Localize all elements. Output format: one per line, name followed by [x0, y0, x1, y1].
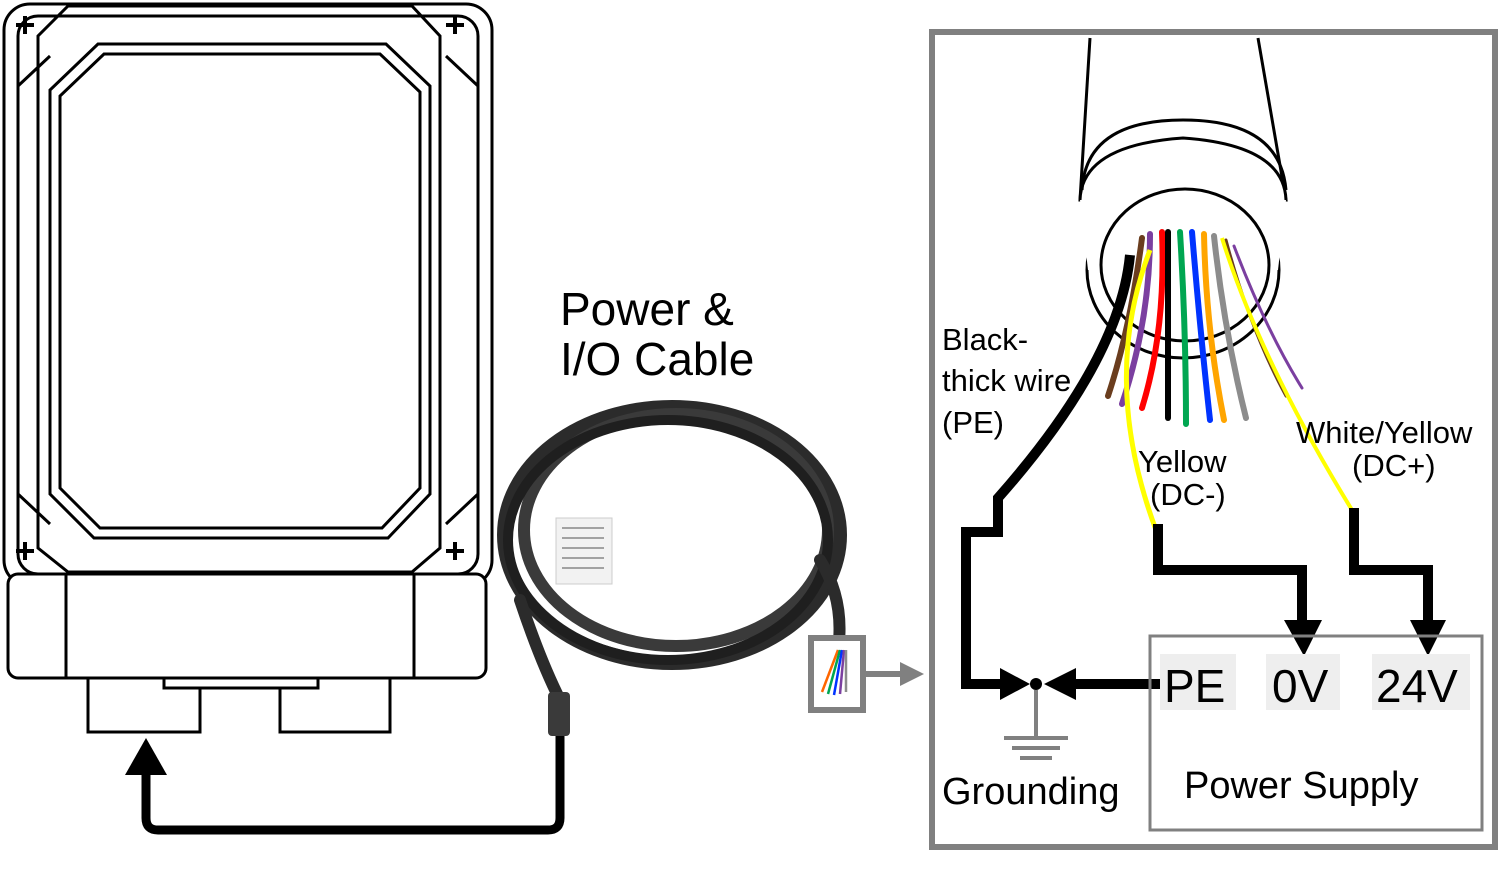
- black-wire-label-line1: Black-: [942, 322, 1028, 357]
- terminal-pe-bg: [1160, 654, 1236, 710]
- black-wire-label-line2: thick wire: [942, 363, 1071, 398]
- connection-arrow: [141, 735, 565, 835]
- yellow-wire-label-line2: (DC-): [1150, 477, 1226, 512]
- dc-minus-arrow: [1284, 620, 1322, 656]
- junction-arrow-left: [1000, 668, 1030, 700]
- terminal-0v-bg: [1266, 654, 1340, 710]
- white-yellow-wire: [1220, 237, 1354, 512]
- white-yellow-wire-label-line2: (DC+): [1352, 448, 1436, 483]
- screw-icon: [16, 16, 464, 560]
- cable-title-line1: Power &: [560, 283, 734, 335]
- cable-connector: [548, 692, 570, 736]
- arrow-head: [125, 738, 167, 775]
- terminal-24v: 24V: [1376, 660, 1458, 712]
- dc-minus-route: [1153, 524, 1307, 628]
- black-thick-wire: [961, 254, 1135, 689]
- cable-coil: [497, 400, 847, 706]
- ground-icon: [1004, 690, 1068, 760]
- zoom-arrow-head: [900, 662, 924, 686]
- cable-title-line2: I/O Cable: [560, 333, 754, 385]
- device-housing: [2, 2, 494, 734]
- white-yellow-wire-label-line1: White/Yellow: [1296, 415, 1473, 450]
- dc-plus-route: [1349, 508, 1433, 628]
- terminal-pe: PE: [1164, 660, 1225, 712]
- power-supply-label: Power Supply: [1184, 765, 1418, 807]
- cable-end-wires: [820, 649, 848, 696]
- grounding-label: Grounding: [942, 771, 1119, 813]
- yellow-wire-label-line1: Yellow: [1138, 444, 1227, 479]
- junction-arrow-right: [1044, 668, 1076, 700]
- terminal-0v: 0V: [1272, 660, 1329, 712]
- yellow-wire: [1123, 249, 1159, 531]
- cable-label-sticker: [555, 517, 613, 585]
- junction-node: [1030, 678, 1042, 690]
- terminal-24v-bg: [1372, 654, 1470, 710]
- black-wire-label-line3: (PE): [942, 405, 1004, 440]
- power-supply-box: [1148, 634, 1484, 832]
- cable-sheath: [1078, 37, 1288, 360]
- dc-plus-arrow: [1410, 620, 1446, 656]
- sticker-lines: [562, 527, 604, 569]
